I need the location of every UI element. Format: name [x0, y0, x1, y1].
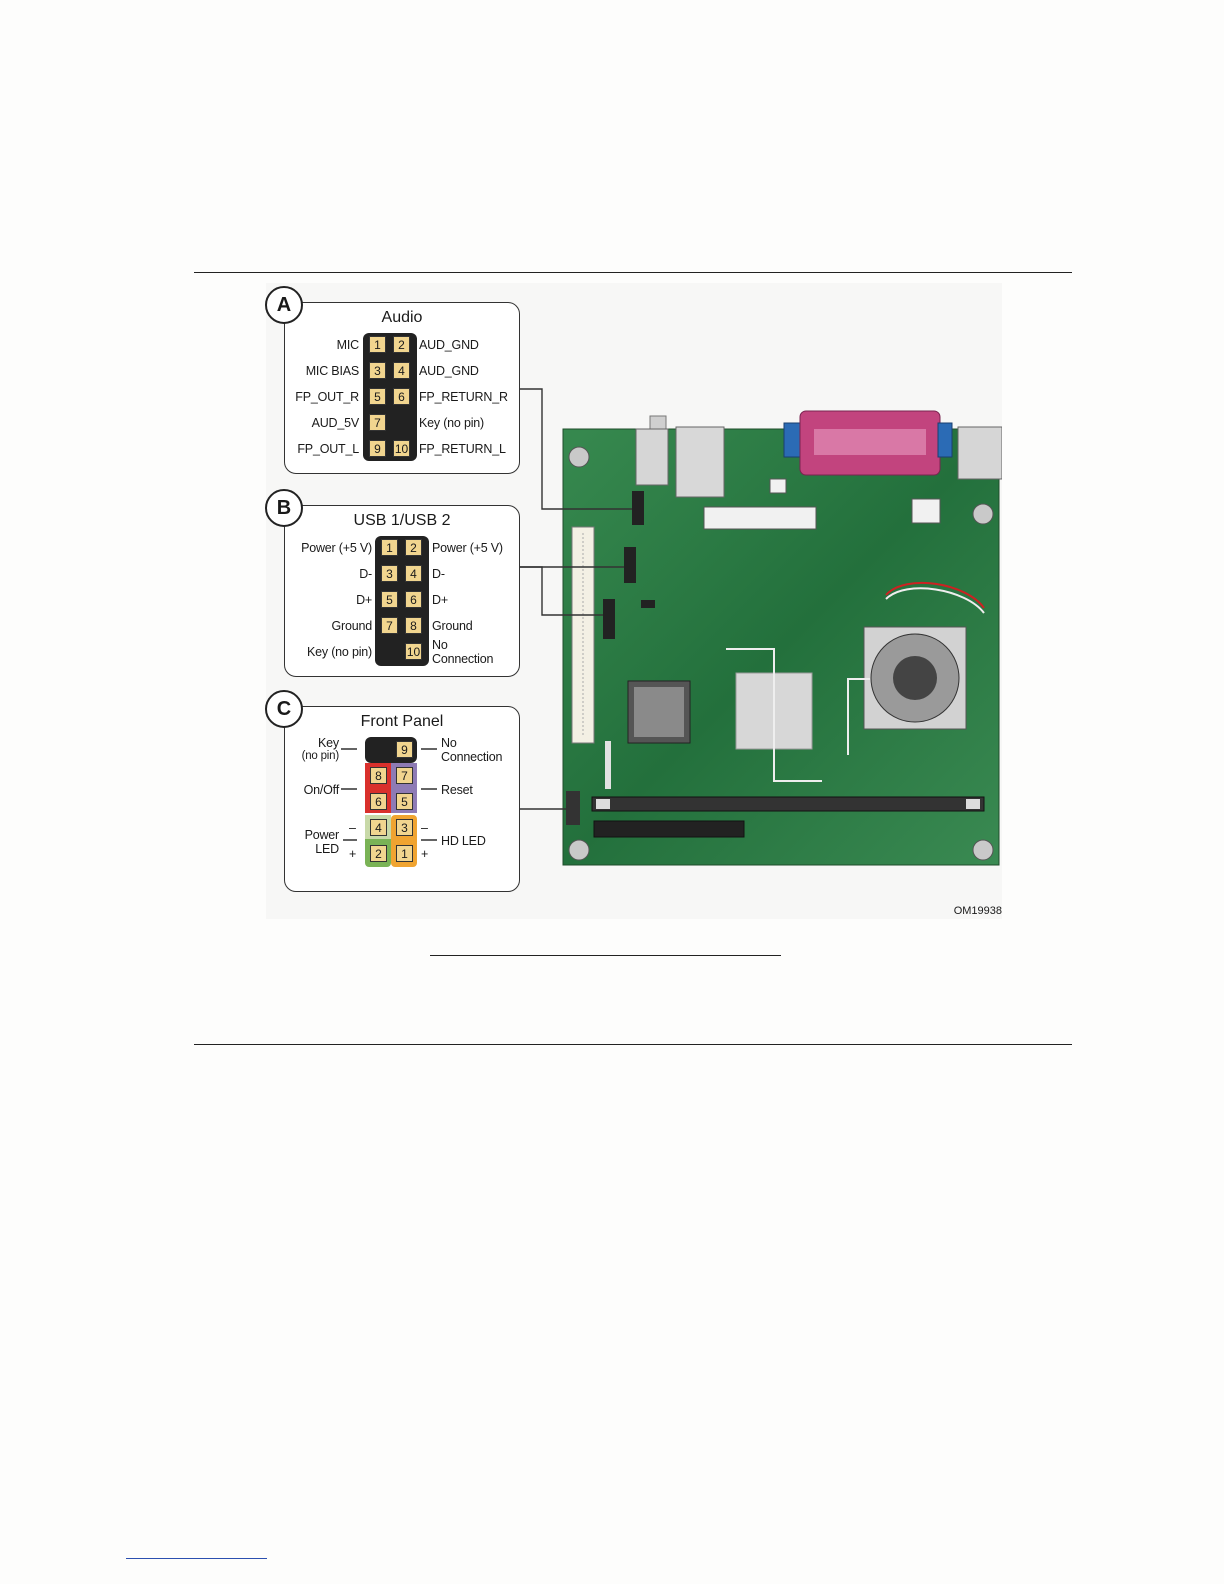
usb-pin-label: D- [359, 567, 372, 581]
usb-pin-label: Ground [432, 619, 473, 633]
rear-port-2 [675, 426, 725, 498]
audio-pin-label: Key (no pin) [419, 416, 484, 430]
front-panel-pin: 9 [396, 741, 413, 758]
figure-id: OM19938 [953, 905, 1002, 917]
front-panel-pin: 1 [396, 845, 413, 862]
audio-pin-label: MIC [336, 338, 360, 352]
vga-connector-r [937, 422, 953, 458]
ide-connector [593, 820, 745, 838]
audio-pin: 10 [393, 440, 410, 457]
audio-pin-label: MIC BIAS [305, 364, 359, 378]
on-off-label: On/Off [303, 783, 340, 797]
audio-pin: 1 [369, 336, 386, 353]
hd-led-plus: + [421, 847, 429, 861]
usb-pin-label: D+ [356, 593, 372, 607]
top-rule [194, 272, 1072, 273]
audio-header-board [632, 491, 644, 525]
callout-line-b2 [518, 566, 603, 616]
hd-led-minus: – [421, 821, 428, 835]
hd-led-label: HD LED [441, 834, 486, 848]
power-led-label: LED [315, 842, 339, 856]
caption-underline [430, 955, 781, 956]
audio-pin: 6 [393, 388, 410, 405]
badge-a: A [265, 286, 303, 324]
audio-pin-label: FP_RETURN_R [419, 390, 508, 404]
front-panel-pin: 5 [396, 793, 413, 810]
fan-header [769, 478, 787, 494]
front-panel-title: Front Panel [360, 713, 444, 730]
audio-pin-label: AUD_5V [311, 416, 360, 430]
usb-pin: 8 [405, 617, 422, 634]
rear-port-3 [957, 426, 1002, 480]
mount-hole [568, 839, 590, 861]
aux-power-connector [911, 498, 941, 524]
front-panel-pin: 6 [370, 793, 387, 810]
usb-pin: 1 [381, 539, 398, 556]
power-led-minus: – [349, 821, 356, 835]
reset-label: Reset [441, 783, 473, 797]
bottom-rule [194, 1044, 1072, 1045]
usb-pin: 5 [381, 591, 398, 608]
audio-title: Audio [381, 309, 423, 326]
usb-pin-label: D- [432, 567, 445, 581]
mount-hole [568, 446, 590, 468]
audio-pin: 2 [393, 336, 410, 353]
badge-c: C [265, 690, 303, 728]
front-panel-pin: 3 [396, 819, 413, 836]
usb-pin-label: Connection [432, 652, 494, 666]
audio-pin: 4 [393, 362, 410, 379]
front-panel-pin: 4 [370, 819, 387, 836]
key-label: (no pin) [301, 750, 340, 762]
connector-diagram: A Audio MIC 1 2 AUD_GND MIC BIAS 3 4 AUD… [265, 283, 1002, 919]
audio-pin: 7 [369, 414, 386, 431]
power-led-label: Power [304, 828, 340, 842]
audio-pin-label: AUD_GND [419, 364, 479, 378]
audio-pin: 9 [369, 440, 386, 457]
audio-panel: A Audio MIC 1 2 AUD_GND MIC BIAS 3 4 AUD… [265, 286, 520, 474]
vga-connector-l [783, 422, 801, 458]
footnote-rule [126, 1558, 267, 1559]
front-panel-panel: C Front Panel 9 8 7 6 5 4 3 2 1 Key (no … [265, 690, 520, 892]
usb-pin: 7 [381, 617, 398, 634]
audio-pin-label: FP_OUT_R [295, 390, 359, 404]
usb-pin-label: Power (+5 V) [301, 541, 372, 555]
usb-pin-label: Power (+5 V) [432, 541, 503, 555]
front-panel-pin: 7 [396, 767, 413, 784]
usb-pin: 10 [405, 643, 422, 660]
no-connection-label: Connection [441, 750, 503, 764]
key-label: Key [318, 736, 339, 750]
usb-pin: 6 [405, 591, 422, 608]
usb-pin: 3 [381, 565, 398, 582]
usb-pin-label: D+ [432, 593, 448, 607]
power-led-plus: + [349, 847, 357, 861]
usb-panel: B USB 1/USB 2 Power (+5 V) 1 2 Power (+5… [265, 489, 520, 677]
mount-hole [972, 839, 994, 861]
usb-pin-label: Ground [331, 619, 373, 633]
mount-hole [972, 503, 994, 525]
audio-pin-label: FP_RETURN_L [419, 442, 506, 456]
audio-pin: 3 [369, 362, 386, 379]
badge-b: B [265, 489, 303, 527]
rear-port-1 [635, 428, 669, 486]
usb-header-board-1 [624, 547, 636, 583]
audio-pin-label: FP_OUT_L [297, 442, 359, 456]
front-panel-header-board [566, 791, 580, 825]
memory-slot [591, 796, 985, 812]
no-connection-label: No [441, 736, 457, 750]
front-panel-pin: 8 [370, 767, 387, 784]
callout-line-a [518, 388, 632, 510]
motherboard-illustration [518, 388, 1002, 866]
atx-power-connector [703, 506, 817, 530]
usb-pin: 4 [405, 565, 422, 582]
usb-pin-label: No [432, 638, 448, 652]
usb-pin-label: Key (no pin) [307, 645, 372, 659]
usb-title: USB 1/USB 2 [353, 512, 451, 529]
audio-pin-label: AUD_GND [419, 338, 479, 352]
usb-pin: 2 [405, 539, 422, 556]
usb-header-board-2 [603, 599, 615, 639]
front-panel-pin: 2 [370, 845, 387, 862]
audio-pin: 5 [369, 388, 386, 405]
